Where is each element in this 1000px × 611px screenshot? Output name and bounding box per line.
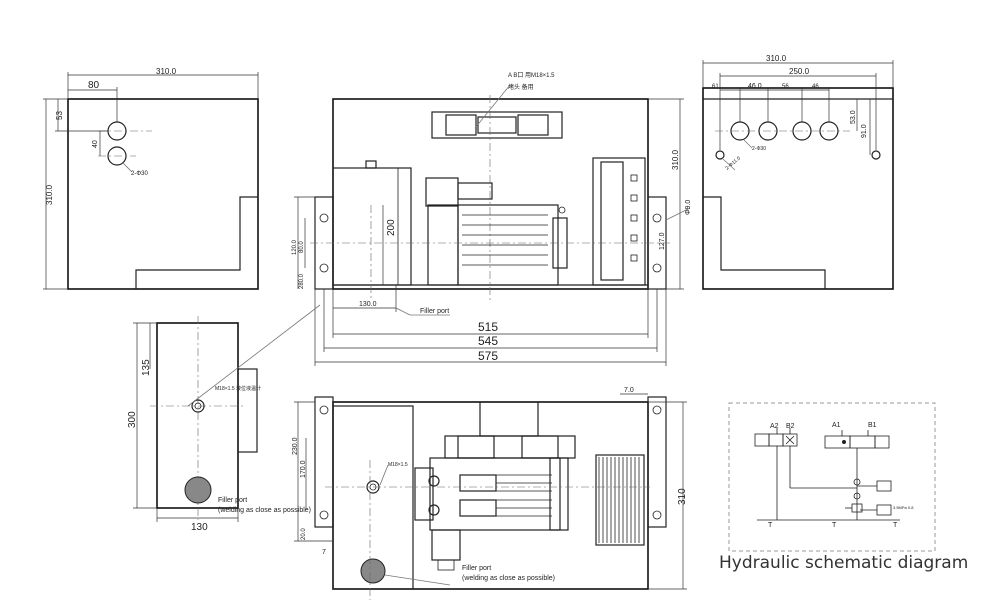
side-port-note: M18×1.5 液位液温计 <box>215 385 261 392</box>
right-dim-310: 310.0 <box>766 54 787 63</box>
front-dim-foot-left-1: 120.0 <box>292 239 298 255</box>
schem-t2: T <box>832 522 837 529</box>
right-dim-250: 250.0 <box>789 67 810 76</box>
schem-b2: B2 <box>786 423 795 430</box>
schem-valve-note: 3.5MPa 0.8 <box>893 505 914 510</box>
top-view: 7.0 230.0 170.0 20.0 7 310 M18×1.5 Fille… <box>292 387 688 600</box>
left-hole-note: 2-Φ30 <box>131 171 148 177</box>
side-view: 135 300 130 M18×1.5 液位液温计 Filler port (w… <box>127 304 321 533</box>
top-filler-note: (welding as close as possible) <box>462 575 555 582</box>
side-dim-135: 135 <box>141 359 152 376</box>
left-view: 310.0 80 53 40 310.0 2-Φ30 <box>43 67 259 290</box>
front-dim-foot-2: 127.0 <box>659 232 666 250</box>
left-dim-width: 310.0 <box>156 67 177 76</box>
hydraulic-schematic: A2 B2 A1 B1 T T T 3.5MPa 0.8 <box>728 402 936 552</box>
schem-b1: B1 <box>868 422 877 429</box>
front-dim-515: 515 <box>478 320 498 334</box>
front-view: A B口 用M18×1.5 堵头 备用 310.0 Φ9.0 127.0 200… <box>292 72 692 366</box>
side-filler-label: Filler port <box>218 497 247 504</box>
right-dim-b: 46.0 <box>748 83 762 90</box>
schem-t1: T <box>768 522 773 529</box>
right-dim-91: 91.0 <box>861 124 868 138</box>
front-dim-foot: Φ9.0 <box>685 200 692 215</box>
schem-a1: A1 <box>832 422 841 429</box>
right-hole-note-2: 2-Φ11.0 <box>724 155 742 171</box>
front-top-note-2: 堵头 备用 <box>508 83 534 91</box>
schem-t3: T <box>893 522 898 529</box>
front-dim-tank: 200 <box>386 219 397 236</box>
top-dim-70: 7.0 <box>624 387 634 394</box>
right-dim-d: 46 <box>812 84 819 90</box>
left-dim-spacing: 40 <box>92 140 99 148</box>
side-filler-note: (welding as close as possible) <box>218 507 311 514</box>
top-dim-20: 20.0 <box>301 528 307 540</box>
right-dim-c: 56 <box>782 84 789 90</box>
right-dim-53: 53.0 <box>850 110 857 124</box>
top-dim-7: 7 <box>322 549 326 556</box>
schem-a2: A2 <box>770 423 779 430</box>
front-dim-height: 310.0 <box>671 149 680 170</box>
side-dim-300: 300 <box>127 411 138 428</box>
left-dim-top: 53 <box>55 111 64 120</box>
schematic-caption: Hydraulic schematic diagram <box>719 553 969 573</box>
top-filler-label: Filler port <box>462 565 491 572</box>
front-filler-label: Filler port <box>420 308 449 315</box>
side-dim-130: 130 <box>191 522 208 533</box>
top-dim-310: 310 <box>677 488 688 505</box>
front-top-note-1: A B口 用M18×1.5 <box>508 72 555 79</box>
right-view: 310.0 250.0 61 46.0 56 46 53.0 91.0 2-Φ3… <box>702 54 894 290</box>
front-dim-545: 545 <box>478 334 498 348</box>
front-dim-foot-left-2: 80.0 <box>299 241 305 253</box>
right-hole-note-1: 2-Φ30 <box>752 146 766 152</box>
top-dim-230: 230.0 <box>292 437 299 455</box>
top-port-note: M18×1.5 <box>388 462 408 468</box>
front-dim-filler: 130.0 <box>359 301 377 308</box>
top-dim-170: 170.0 <box>300 460 307 478</box>
front-dim-foot-left-3: 280.0 <box>299 273 305 289</box>
left-dim-height: 310.0 <box>45 184 54 205</box>
front-dim-575: 575 <box>478 349 498 363</box>
left-dim-hole-x: 80 <box>88 80 100 91</box>
right-dim-a: 61 <box>712 84 719 90</box>
